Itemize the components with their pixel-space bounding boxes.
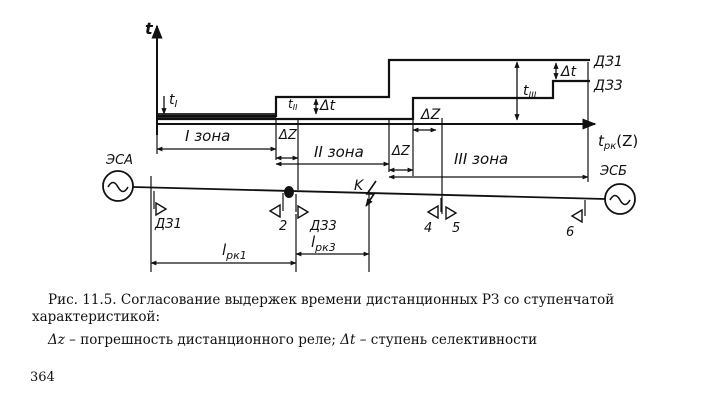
relay-6-label: 6 [566,225,574,240]
t1-label: tI [169,92,178,110]
t1-label-sub: I [175,99,178,110]
page-number: 364 [30,370,55,385]
t2-label-main: t [288,97,294,111]
caption-line-1: Рис. 11.5. Согласование выдержек времени… [48,292,615,308]
relay-5-label: 5 [452,221,460,236]
caption-legend: Δz – погрешность дистанционного реле; Δt… [48,332,698,349]
relay-1-label: ДЗ1 [154,217,182,232]
relay-4-label: 4 [424,221,432,236]
t2-label: tII [288,97,298,112]
l3-label-main: l [311,233,316,251]
fault-lightning-icon [365,180,377,207]
zone2-label: II зона [314,143,364,161]
caption-dt-symbol: Δt [340,332,356,348]
first-stage-band [157,113,276,120]
dz3-characteristic [157,79,590,121]
source-right-generator [604,183,636,215]
t3-label: tIII [523,83,537,101]
dz3-label: ΔZ [420,107,441,123]
t2-label-sub: II [293,103,298,112]
relay-1-symbol [155,201,168,217]
relay-coordination-diagram: t tрк(Z) ДЗ1 ДЗ3 tI tII Δt tIII Δt ΔZ I … [102,19,638,272]
caption-dz-text: – погрешность дистанционного реле; [64,332,341,348]
bus-b-node [284,186,294,198]
x-axis-label-sub: рк [603,141,616,152]
source-left-label: ЭСА [105,153,133,168]
l1-label: lрк1 [222,241,247,262]
t3-label-sub: III [529,91,537,101]
source-right-label: ЭСБ [599,164,627,179]
relay-6-symbol [570,208,583,224]
caption-dt-text: – ступень селективности [355,332,538,348]
l1-label-main: l [222,241,227,259]
caption-dz-symbol: Δz [48,332,65,348]
relay-5-symbol [445,205,458,221]
zone3-label: III зона [454,150,508,168]
relay-4-symbol [426,204,439,220]
relay-3-label: ДЗ3 [309,219,337,234]
curve-label-dz1: ДЗ1 [593,54,623,70]
x-axis-label-paren: (Z) [616,132,638,150]
t-axis-label: t [145,19,154,38]
t1-label-main: t [169,92,175,108]
relay-2-label: 2 [279,219,287,234]
dt2-label: Δt [319,98,336,114]
t3-label-main: t [523,83,529,99]
relay-2-symbol [268,203,281,219]
relay-3-symbol [297,204,310,220]
caption-line-2: характеристикой: [32,309,161,325]
fault-label: K [354,178,365,194]
source-left-generator [102,170,134,202]
zone1-label: I зона [185,127,230,145]
dz2-label: ΔZ [391,144,411,159]
l1-label-sub: рк1 [225,249,247,262]
x-axis-label-main: t [598,132,605,150]
l3-label-sub: рк3 [314,241,336,254]
l3-label: lрк3 [311,233,336,254]
x-axis-label: tрк(Z) [598,132,638,152]
figure-caption: Рис. 11.5. Согласование выдержек времени… [32,292,698,349]
dt3-label: Δt [560,64,577,80]
dz1-label: ΔZ [278,128,298,143]
curve-label-dz3: ДЗ3 [593,78,623,94]
